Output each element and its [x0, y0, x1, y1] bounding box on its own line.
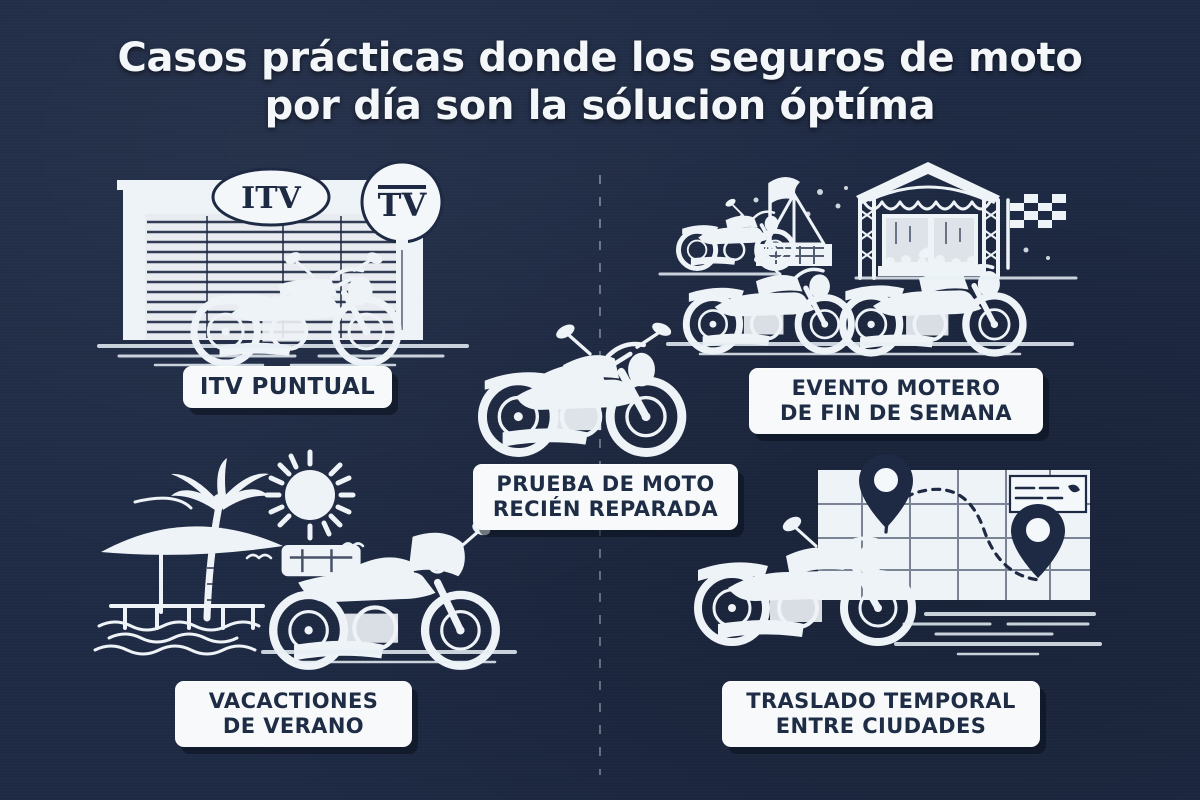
- map-illustration: [694, 454, 1102, 656]
- page-title: Casos prácticas donde los seguros de mot…: [0, 34, 1200, 130]
- tv-round-sign: TV: [360, 160, 444, 340]
- event-stage-illustration: [658, 162, 1078, 357]
- scene-itv-puntual: ITV TV: [95, 160, 475, 380]
- dock: [109, 604, 265, 630]
- map-pin-destination: [1011, 504, 1065, 578]
- itv-facade-sign-text: ITV: [241, 181, 301, 216]
- label-itv-puntual[interactable]: ITV PUNTUAL: [183, 366, 392, 408]
- motorcycle-prueba: [478, 322, 687, 457]
- label-itv-puntual-line-1: ITV PUNTUAL: [199, 374, 376, 400]
- motorcycle-prueba-illustration: [478, 322, 687, 457]
- scene-prueba-de-moto: [470, 312, 710, 462]
- label-vacaciones-de-verano[interactable]: VACACTIONES DE VERANO: [175, 681, 412, 747]
- motorcycle-traslado: [694, 516, 916, 646]
- page-title-line-1: Casos prácticas donde los seguros de mot…: [117, 35, 1083, 81]
- ground-lines: [261, 650, 517, 664]
- label-evento-line-1: EVENTO MOTERO: [791, 376, 1001, 400]
- label-evento-line-2: DE FIN DE SEMANA: [779, 401, 1013, 425]
- tv-round-sign-text: TV: [378, 186, 428, 224]
- label-prueba-de-moto[interactable]: PRUEBA DE MOTO RECIÉN REPARADA: [473, 464, 738, 530]
- water-waves: [93, 620, 261, 656]
- confetti: [740, 186, 1050, 260]
- sun-icon: [264, 449, 356, 541]
- label-prueba-line-1: PRUEBA DE MOTO: [496, 472, 715, 496]
- checkered-flag: [1006, 194, 1066, 270]
- label-vacaciones-line-1: VACACTIONES: [208, 689, 379, 713]
- itv-facade-sign: ITV: [211, 167, 331, 227]
- label-traslado-temporal[interactable]: TRASLADO TEMPORAL ENTRE CIUDADES: [722, 681, 1040, 747]
- map-pin-origin: [859, 454, 913, 528]
- label-traslado-line-1: TRASLADO TEMPORAL: [746, 689, 1016, 713]
- shutter-slats: [147, 220, 399, 334]
- label-vacaciones-line-2: DE VERANO: [222, 714, 365, 738]
- motorcycle-event-back: [676, 198, 797, 271]
- motorcycle-vacaciones: [269, 521, 500, 670]
- beach-illustration: [93, 449, 517, 670]
- itv-garage-illustration: ITV TV: [97, 160, 469, 374]
- label-evento-motero[interactable]: EVENTO MOTERO DE FIN DE SEMANA: [749, 368, 1043, 434]
- beach-umbrella: [101, 496, 283, 614]
- speed-lines: [894, 612, 1102, 656]
- scene-evento-motero: [658, 148, 1080, 358]
- ground-lines: [658, 272, 1078, 356]
- label-traslado-line-2: ENTRE CIUDADES: [775, 714, 987, 738]
- scene-traslado-temporal: [690, 452, 1110, 672]
- scene-vacaciones-de-verano: [93, 440, 517, 670]
- page-title-line-2: por día son la sólucion óptíma: [264, 83, 936, 129]
- label-prueba-line-2: RECIÉN REPARADA: [492, 497, 719, 521]
- luggage-box: [281, 545, 361, 577]
- stage-tent: [856, 162, 1000, 280]
